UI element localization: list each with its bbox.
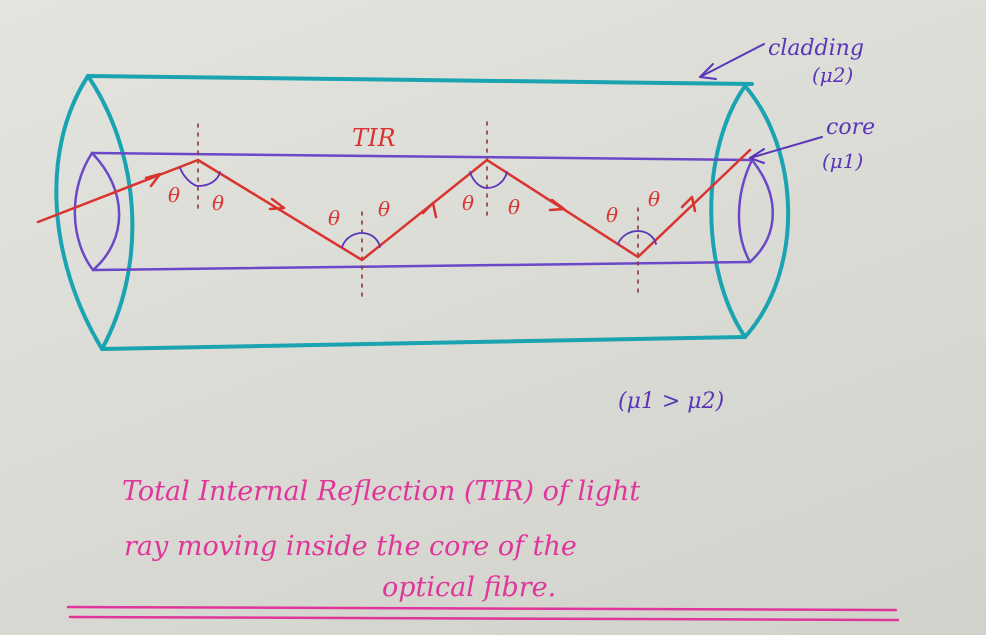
caption-line-3: optical fibre. [382,572,556,603]
core-left-arc-back [73,151,95,272]
theta-label: θ [648,187,660,211]
theta-label: θ [508,195,520,219]
cladding-left-back-arc [54,74,104,351]
caption-line-2: ray moving inside the core of the [124,531,577,562]
tir-label: TIR [352,124,396,152]
refractive-index-condition: (μ1 > μ2) [618,389,724,414]
theta-label: θ [212,191,224,215]
caption-line-1: Total Internal Reflection (TIR) of light [122,476,640,507]
cladding-left-front-arc [86,74,135,351]
theta-label: θ [168,183,180,207]
caption: Total Internal Reflection (TIR) of light… [122,476,640,603]
angle-arc-3-left [469,171,488,189]
core-bottom-edge [91,260,752,272]
cladding-right-back-arc [743,84,791,339]
angle-arc-4-left [617,230,639,245]
cladding-label: cladding [768,36,864,61]
theta-labels: θ θ θ θ θ θ θ θ [168,183,660,230]
cladding-right-front-arc [709,84,747,339]
cladding-top-edge [86,74,754,86]
normals [197,121,639,301]
theta-label: θ [378,197,390,221]
core-right-arc-back [748,158,774,264]
core-pointer-arrow [749,136,823,164]
angle-arcs [179,167,657,248]
angle-arc-1-right [197,171,221,187]
angle-arc-4-right [637,230,657,245]
ray-arrow-2 [268,197,286,211]
ray-arrow-3 [421,201,438,219]
ray-arrow-5 [680,195,697,213]
angle-arc-1-left [179,167,199,187]
theta-label: θ [606,203,618,227]
cladding-index-label: (μ2) [812,63,853,87]
core-right-arc-front [737,158,754,264]
theta-label: θ [328,206,340,230]
angle-arc-3-right [486,171,508,189]
cladding-pointer-arrow [699,43,765,80]
light-ray [36,148,752,262]
ray-arrow-1 [144,172,162,188]
cladding [54,74,791,351]
core-left-arc-front [90,151,121,272]
core-index-label: (μ1) [822,149,863,173]
caption-double-underline [66,605,900,622]
cladding-bottom-edge [100,335,747,351]
core [73,151,774,272]
theta-label: θ [462,191,474,215]
ray-arrow-4 [548,198,566,212]
ray-path [36,148,752,262]
core-top-edge [90,151,754,162]
angle-arc-2-left [341,232,363,248]
angle-arc-2-right [361,232,381,248]
core-label: core [826,115,875,140]
